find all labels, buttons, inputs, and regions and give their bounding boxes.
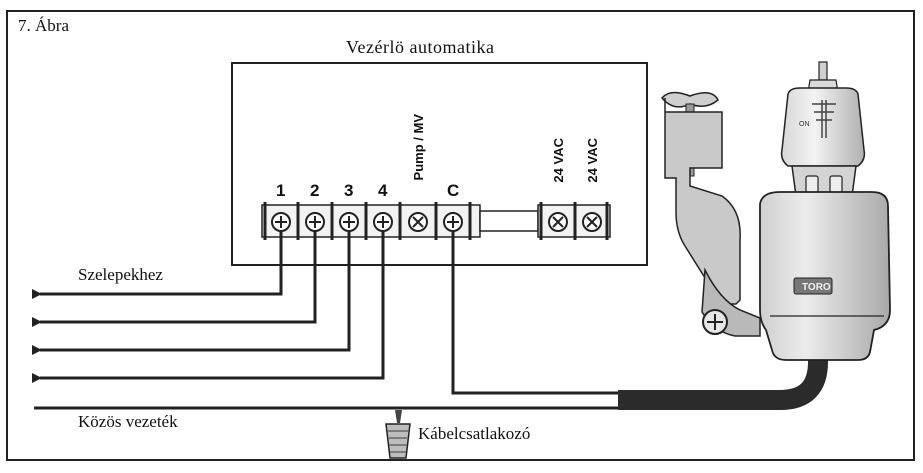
- figure-frame: [6, 10, 915, 461]
- valve-wires: [32, 231, 640, 395]
- terminal-label-2: 2: [310, 181, 320, 200]
- terminal-label-3: 3: [344, 181, 354, 200]
- wire-1: [32, 231, 283, 299]
- wire-2: [32, 231, 317, 327]
- common-wire-to-valve: [451, 231, 640, 395]
- svg-text:ON: ON: [799, 121, 810, 128]
- terminal-label-pump: Pump / MV: [411, 114, 426, 181]
- connector-label: Kábelcsatlakozó: [418, 424, 531, 443]
- wire-3: [32, 231, 351, 355]
- terminal-label-24vac-1: 24 VAC: [551, 138, 566, 183]
- common-wire-label: Közös vezeték: [78, 412, 178, 431]
- svg-text:TORO: TORO: [802, 282, 831, 293]
- solenoid-cable: [618, 330, 828, 410]
- figure-label: 7. Ábra: [18, 16, 69, 35]
- terminal-label-4: 4: [378, 181, 388, 200]
- valve-wires-label: Szelepekhez: [78, 265, 163, 284]
- clamp-bracket: [661, 91, 761, 337]
- controller-title: Vezérlö automatika: [346, 37, 495, 57]
- terminal-label-24vac-2: 24 VAC: [585, 138, 600, 183]
- wire-4: [32, 231, 385, 383]
- screw-terminal-icon: [271, 212, 602, 232]
- wire-connector-icon: [385, 410, 411, 459]
- terminal-label-1: 1: [276, 181, 286, 200]
- valve-solenoid-icon: ON TORO: [759, 61, 891, 361]
- terminal-label-common: C: [447, 181, 460, 200]
